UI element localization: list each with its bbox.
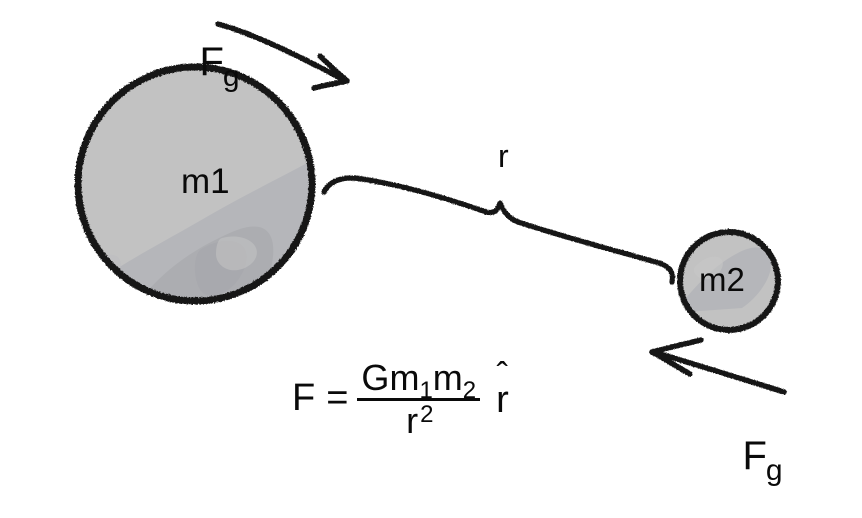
separation-distance-label: r <box>498 138 509 174</box>
body-m1-outline <box>74 63 316 305</box>
force-label-on-m1: Fg <box>155 2 241 122</box>
body-m2 <box>677 229 781 333</box>
formula-unit-vector-base: r <box>496 379 509 422</box>
formula-denominator-exponent: 2 <box>420 400 434 428</box>
force-label-on-m1-base: F <box>199 40 224 84</box>
formula-fraction: Gm1m2 r2 <box>357 357 481 440</box>
force-label-on-m1-subscript: g <box>222 60 240 93</box>
formula-equals: = <box>326 377 349 420</box>
body-m2-shading <box>684 247 772 312</box>
body-m2-label: m2 <box>699 261 745 298</box>
formula-lhs: F <box>292 377 316 420</box>
diagram-canvas <box>74 21 787 395</box>
formula-mass-b-subscript: 2 <box>462 377 477 404</box>
formula-numerator: Gm1m2 <box>357 357 480 404</box>
force-label-on-m2: Fg <box>698 396 784 516</box>
body-m2-outline <box>677 229 781 333</box>
formula-mass-b: m <box>432 357 463 398</box>
arrow-force-on-m1 <box>215 21 350 91</box>
formula-mass-a: m <box>389 357 420 398</box>
formula-fraction-bar <box>357 397 481 401</box>
formula-denominator-base: r <box>406 399 419 441</box>
formula-gravitational-constant: G <box>361 357 390 398</box>
arrow-force-on-m2 <box>649 337 787 395</box>
formula-unit-vector-hat: ˆ <box>496 356 508 395</box>
formula-denominator: r2 <box>402 401 435 440</box>
body-m1-label: m1 <box>181 162 230 201</box>
force-label-on-m2-subscript: g <box>765 454 783 487</box>
formula-mass-a-subscript: 1 <box>419 377 433 404</box>
force-label-on-m2-base: F <box>742 434 767 478</box>
distance-brace <box>321 175 676 285</box>
